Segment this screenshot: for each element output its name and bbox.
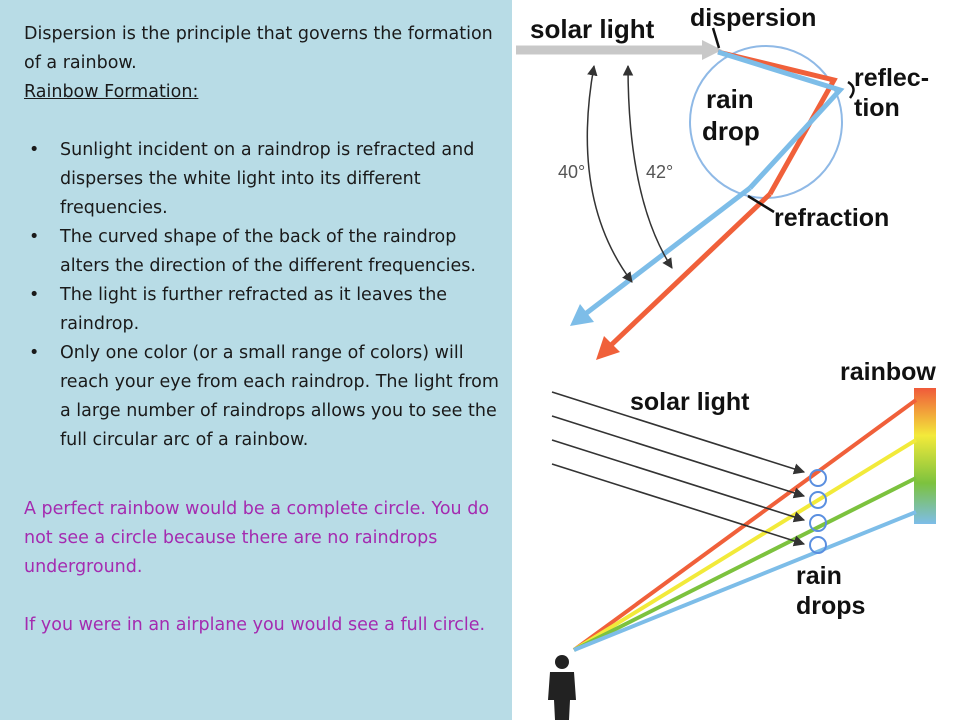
rainbow-diagram: solar light dispersion reflec- tion rain…	[516, 4, 936, 720]
label-reflection-line1: reflec-	[854, 64, 929, 92]
blue-ray-arrowhead	[570, 304, 594, 326]
sunlight-arrow	[551, 415, 806, 499]
note-complete-circle: A perfect rainbow would be a complete ci…	[24, 499, 490, 577]
label-rain: rain	[706, 84, 754, 114]
label-solar-light-top: solar light	[530, 14, 655, 44]
raindrop-circle	[809, 536, 827, 554]
label-rain-drops-line1: rain	[796, 562, 842, 590]
label-dispersion: dispersion	[690, 4, 816, 32]
observer-silhouette-icon	[548, 655, 576, 720]
refraction-pointer	[747, 194, 775, 214]
text-panel: Dispersion is the principle that governs…	[0, 0, 512, 720]
yellow-ray	[572, 438, 918, 652]
label-refraction: refraction	[774, 204, 889, 232]
section-heading: Rainbow Formation:	[24, 82, 199, 102]
blue-ray-exit	[578, 186, 752, 320]
angle-40-arc	[586, 64, 633, 283]
bullet-item: Sunlight incident on a raindrop is refra…	[24, 136, 504, 223]
blue-ray	[573, 510, 917, 652]
label-solar-light-bottom: solar light	[630, 388, 750, 416]
blue-ray-internal	[717, 49, 845, 190]
bullet-item: Only one color (or a small range of colo…	[24, 339, 504, 455]
label-rain-drops-line2: drops	[796, 592, 865, 620]
sunlight-arrow	[551, 439, 806, 523]
label-rainbow: rainbow	[840, 358, 936, 386]
spacer	[24, 582, 504, 611]
label-angle-42: 42°	[646, 162, 673, 182]
sunlight-arrow	[551, 463, 806, 547]
reflection-pointer	[847, 80, 855, 99]
intro-paragraph: Dispersion is the principle that governs…	[24, 24, 493, 73]
bullet-item: The light is further refracted as it lea…	[24, 281, 504, 339]
spacer	[24, 455, 504, 495]
angle-42-arc	[622, 64, 673, 269]
raindrop-circle	[809, 514, 827, 532]
green-ray	[573, 476, 917, 652]
label-reflection-line2: tion	[854, 94, 900, 122]
rainbow-formation-diagram: rainbow solar light rain drops	[548, 358, 936, 720]
raindrop-circle	[809, 469, 827, 487]
bullet-list: Sunlight incident on a raindrop is refra…	[24, 136, 504, 455]
solar-light-arrowhead	[702, 40, 722, 60]
sunlight-arrow	[551, 391, 806, 475]
dispersion-pointer	[711, 27, 721, 49]
note-airplane: If you were in an airplane you would see…	[24, 615, 486, 635]
label-angle-40: 40°	[558, 162, 585, 182]
red-ray-internal	[717, 49, 838, 196]
raindrop-diagram: solar light dispersion reflec- tion rain…	[516, 4, 929, 360]
spacer	[24, 107, 504, 136]
raindrop-circle	[809, 491, 827, 509]
red-ray-arrowhead	[596, 336, 620, 360]
rainbow-color-bar	[914, 388, 936, 524]
red-ray-exit	[606, 192, 772, 350]
bullet-item: The curved shape of the back of the rain…	[24, 223, 504, 281]
label-drop: drop	[702, 116, 760, 146]
